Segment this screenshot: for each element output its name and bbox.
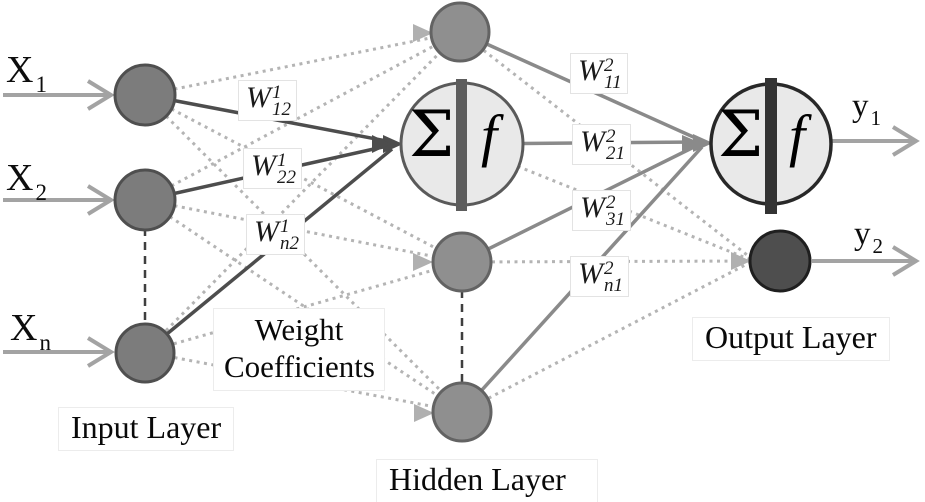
w2-21-scripts: 2 21 [606, 126, 625, 165]
w2-11-sup: 2 [604, 55, 614, 76]
w2-11-scripts: 2 11 [604, 55, 622, 94]
weight-label-w1-22: W 1 22 [243, 148, 302, 189]
w1-n2-scripts: 1 n2 [280, 216, 299, 255]
dotted-arrowheads [413, 24, 751, 422]
weight-label-w2-n1: W 2 n1 [570, 256, 629, 297]
dotted-i2-hbot [144, 198, 463, 414]
output-layer-label: Output Layer [692, 317, 890, 361]
hidden-node-top [429, 1, 491, 63]
output-arrows [812, 125, 920, 277]
input-arrowhead-x2-icon [86, 184, 115, 216]
input-label-xn: Xn [10, 306, 51, 355]
w2-n1-sub: n1 [604, 275, 623, 297]
w2-11-base: W [578, 54, 603, 87]
x1-sub: 1 [35, 72, 47, 97]
w2-31-scripts: 2 31 [606, 192, 625, 231]
input-arrowhead-x1-icon [86, 79, 115, 111]
arrowhead-hsum-2-icon [372, 135, 391, 153]
w2-21-sup: 2 [606, 126, 616, 147]
input-layer-label: Input Layer [58, 407, 235, 451]
w2-31-sub: 31 [606, 209, 625, 231]
w2-n1-sup: 2 [604, 258, 614, 279]
hidden-neuron-divider [456, 79, 467, 211]
w1-12-base: W [246, 81, 271, 114]
weight-label-w1-12: W 1 12 [238, 80, 297, 121]
weight-label-w2-31: W 2 31 [572, 190, 631, 231]
input-label-x1: X1 [6, 48, 47, 97]
output-neuron-divider [765, 78, 777, 214]
dotted-hbot-o2 [461, 261, 750, 414]
ellipsis-dashed-lines [143, 228, 464, 385]
hidden-node-bottom [431, 381, 493, 443]
dotted-i1-htop [144, 30, 461, 97]
w2-n1-scripts: 2 n1 [604, 258, 623, 297]
activation-symbol-hidden: f [481, 103, 498, 168]
w1-n2-sup: 1 [280, 216, 290, 237]
weight-coefficients-label: Weight Coefficients [213, 308, 385, 392]
xn-sub: n [39, 330, 51, 355]
xn-base: X [10, 307, 38, 349]
w1-22-scripts: 1 22 [277, 150, 296, 189]
w1-22-sub: 22 [277, 167, 296, 189]
w2-31-base: W [580, 191, 605, 224]
output-label-y2: y2 [854, 216, 883, 258]
x1-base: X [6, 49, 34, 91]
hidden-node-middle [431, 231, 493, 293]
dotted-i3-hbot [144, 350, 463, 414]
sum-symbol-output: Σ [718, 98, 764, 172]
w2-21-sub: 21 [606, 143, 625, 165]
dotted-htop-o2 [459, 30, 752, 260]
input-node-1 [113, 63, 177, 127]
w1-n2-base: W [254, 215, 279, 248]
x2-base: X [6, 157, 34, 199]
w2-11-sub: 11 [604, 72, 622, 94]
dotted-i3-hmid [144, 260, 463, 354]
arrowhead-hbot-icon [414, 404, 434, 422]
arrowhead-hsum-icon [383, 135, 403, 153]
w1-n2-sub: n2 [280, 233, 299, 255]
w2-31-sup: 2 [606, 192, 616, 213]
weight-coefficients-line2: Coefficients [224, 348, 375, 384]
input-arrows [3, 79, 115, 368]
w2-n1-base: W [578, 257, 603, 290]
arrowhead-osum-2-icon [682, 135, 701, 151]
output-arrowhead-y1-icon [891, 125, 920, 157]
y1-base: y [852, 88, 869, 124]
weight-label-w2-11: W 2 11 [570, 53, 628, 94]
dotted-connections-input-hidden [143, 30, 464, 414]
w1-22-sup: 1 [277, 150, 287, 171]
arrowhead-osum-icon [693, 134, 713, 152]
y2-sub: 2 [872, 234, 884, 258]
w2-21-base: W [580, 125, 605, 158]
weight-label-w2-21: W 2 21 [572, 124, 631, 165]
arrowhead-hmid-icon [413, 253, 433, 271]
w1-12-sub: 12 [272, 99, 291, 121]
w1-22-base: W [251, 149, 276, 182]
output-arrowhead-y2-icon [891, 245, 920, 277]
activation-symbol-output: f [789, 103, 806, 168]
dotted-i2-hmid [144, 198, 463, 264]
weight-label-w1-n2: W 1 n2 [246, 214, 305, 255]
input-node-n [114, 322, 176, 384]
input-arrowhead-xn-icon [86, 336, 115, 368]
x2-sub: 2 [35, 180, 47, 205]
input-label-x2: X2 [6, 156, 47, 205]
input-node-2 [113, 168, 177, 232]
hidden-layer-label: Hidden Layer [376, 459, 598, 502]
sum-symbol-hidden: Σ [409, 98, 455, 172]
arrowhead-htop-icon [413, 24, 433, 42]
arrowhead-o2-icon [731, 252, 751, 270]
output-label-y1: y1 [852, 88, 881, 130]
w1-12-scripts: 1 12 [272, 82, 291, 121]
output-node-2 [748, 229, 812, 293]
y1-sub: 1 [870, 106, 882, 130]
y2-base: y [854, 216, 871, 252]
w1-12-sup: 1 [272, 82, 282, 103]
weight-coefficients-line1: Weight [254, 312, 344, 347]
